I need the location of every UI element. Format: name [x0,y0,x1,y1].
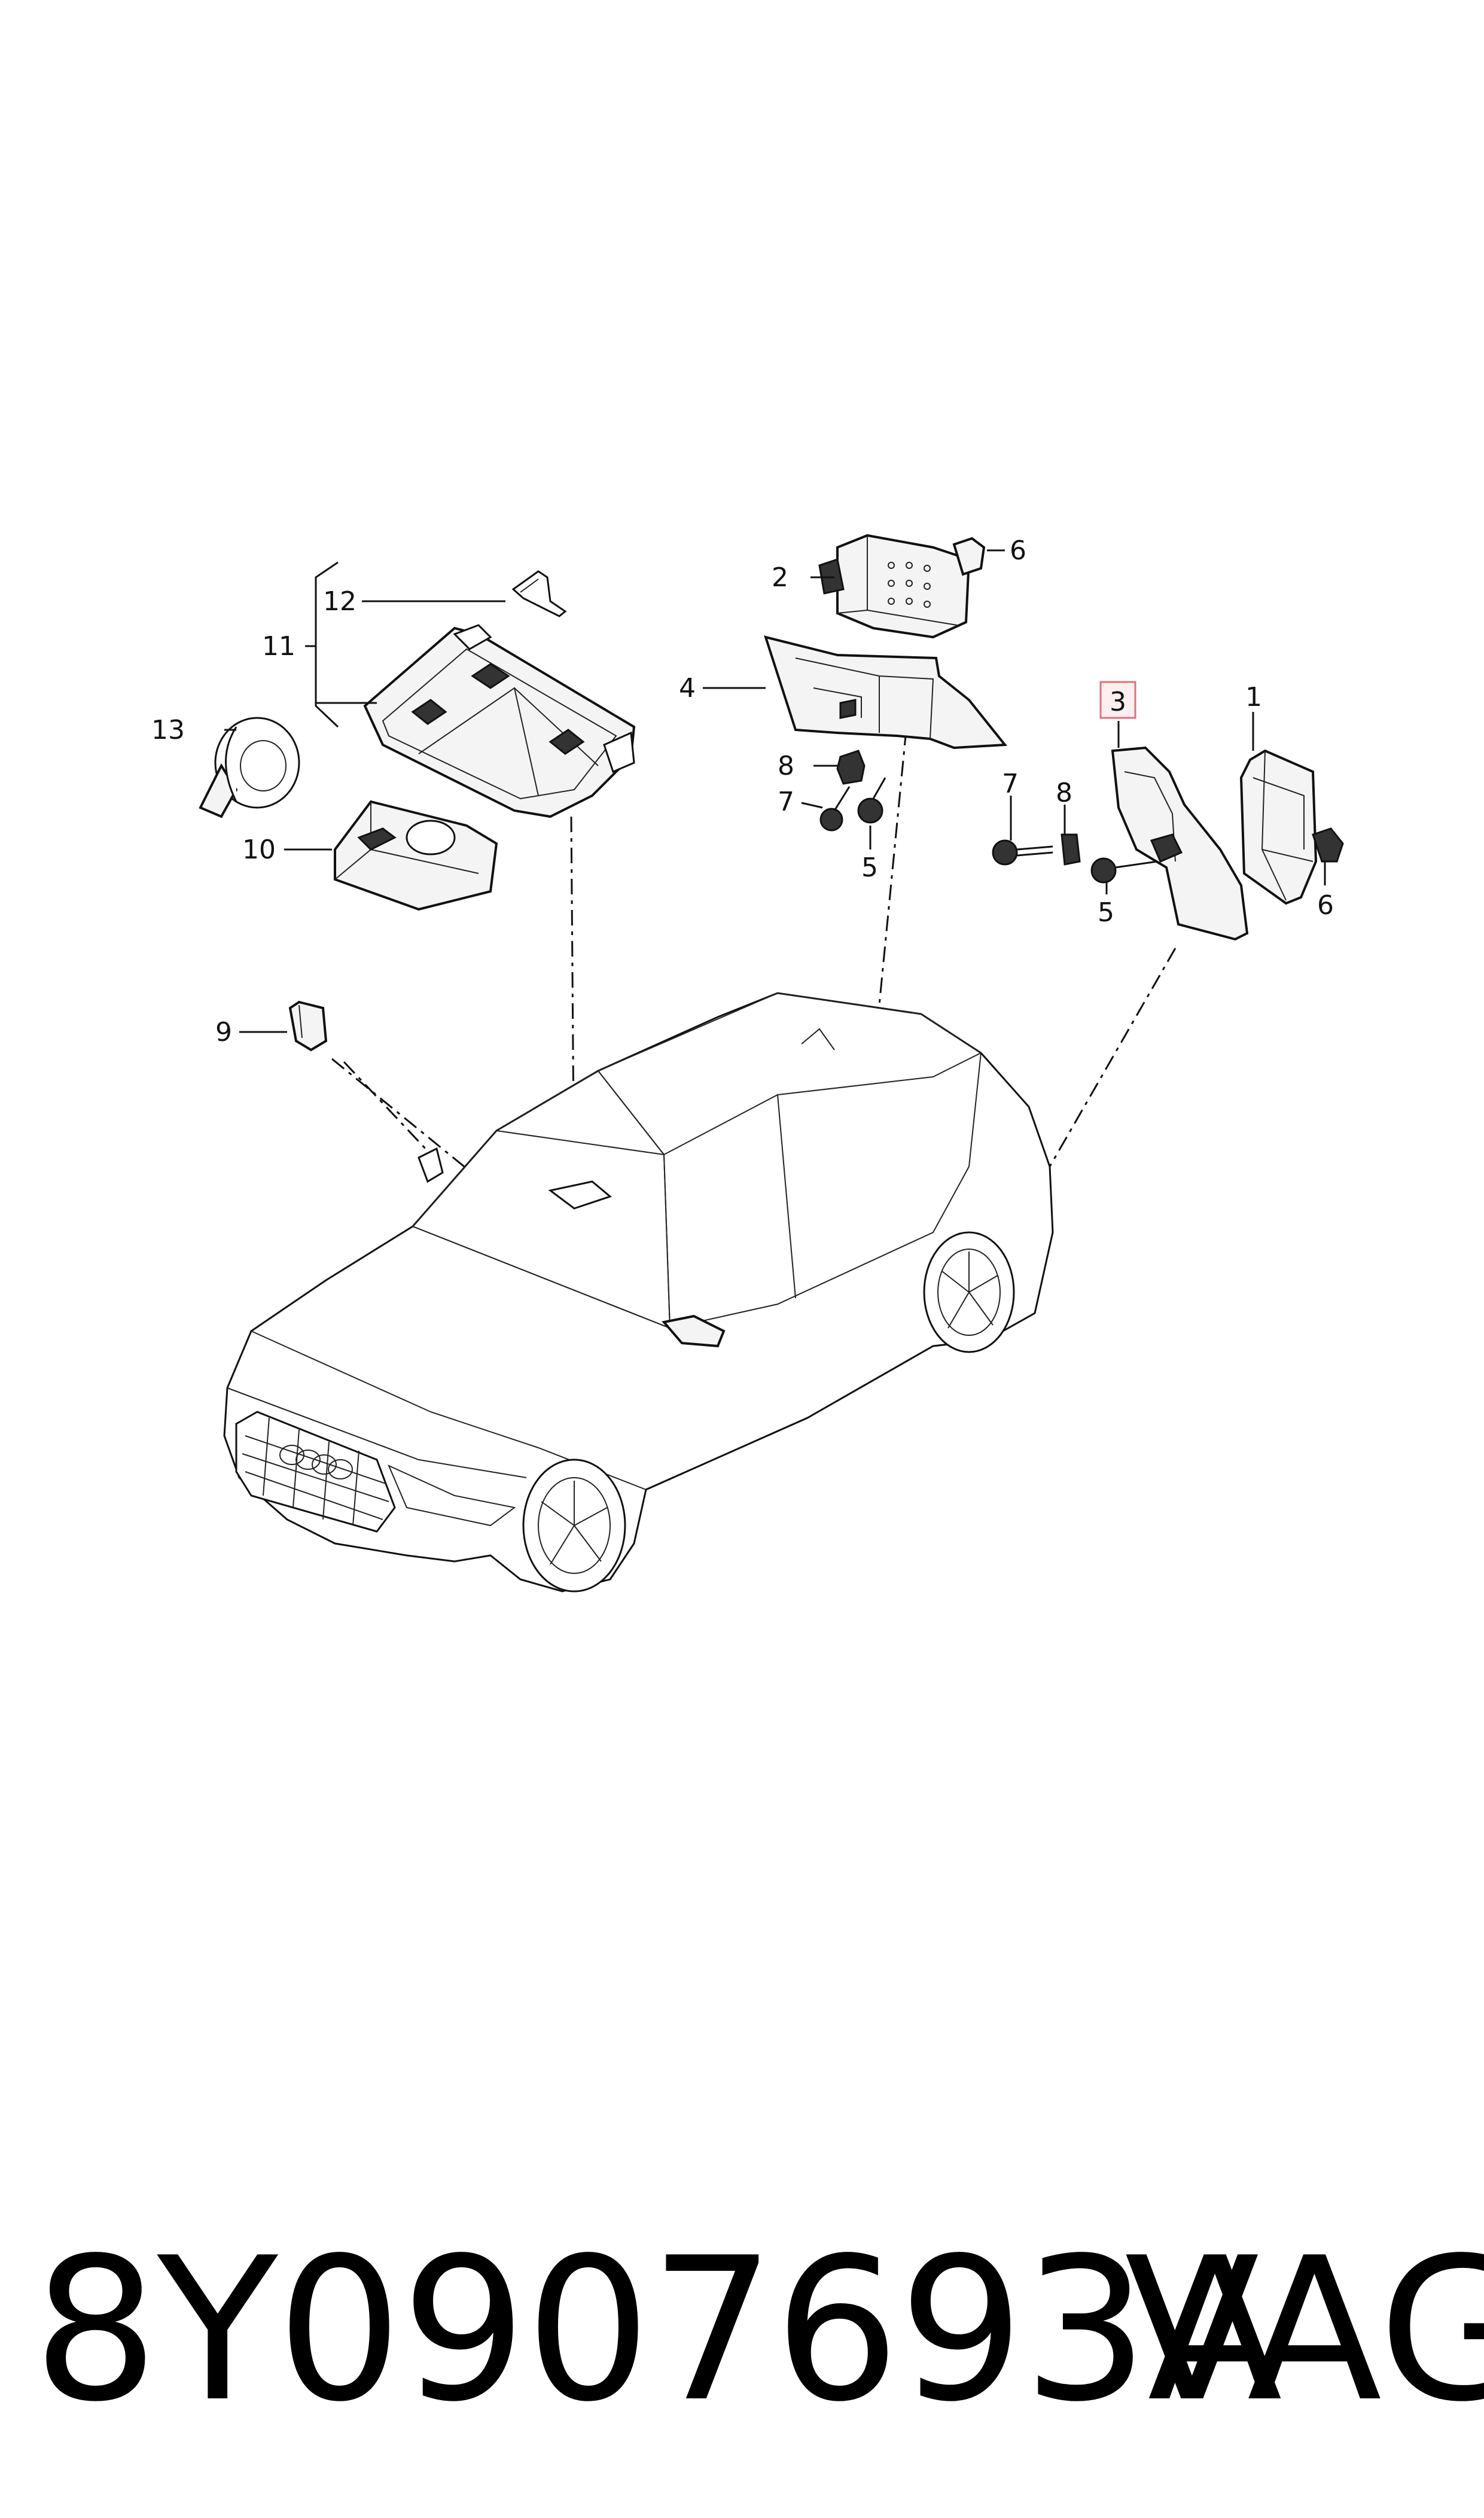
callout-4[interactable]: 4 [679,673,696,704]
part-2-radar-sensor[interactable] [818,534,971,639]
car-illustration [223,992,1054,1593]
callout-1[interactable]: 1 [1245,682,1262,713]
brand-label: VAG [1125,2215,1484,2445]
callout-3-highlight-box [1099,681,1136,719]
part-1-radar-unit[interactable] [1239,749,1318,905]
part-9-cap[interactable] [288,1000,328,1052]
callout-11[interactable]: 11 [262,631,295,662]
part-10-camera-module[interactable] [334,800,498,911]
part-12-clip[interactable] [511,570,567,617]
part-3-cover[interactable] [1111,746,1249,941]
callout-12[interactable]: 12 [323,586,356,617]
part-6-connector-top[interactable] [952,537,986,576]
part-4-bracket[interactable] [763,635,1007,750]
part-8-nut-right[interactable] [1061,833,1081,866]
part-7-screw-center[interactable] [819,786,851,832]
part-5-screw-center[interactable] [857,777,886,824]
part-11-bracket-cover[interactable] [363,624,636,818]
callout-3[interactable]: 3 [1110,687,1126,717]
part-8-nut-center[interactable] [836,750,866,785]
callout-5-center[interactable]: 5 [861,852,878,883]
part-5-screw-right[interactable] [1090,857,1158,884]
callout-5-right[interactable]: 5 [1098,897,1114,928]
callout-8-right[interactable]: 8 [1056,778,1072,808]
part-number: 8Y0907693A [33,2215,1282,2445]
callout-7-center[interactable]: 7 [778,787,794,817]
callout-8-center[interactable]: 8 [778,751,794,781]
callout-6-right[interactable]: 6 [1317,890,1334,921]
part-6-connector-right[interactable] [1312,827,1344,863]
part-13-tape-roll[interactable] [199,717,300,818]
callout-leaders [224,549,1326,1033]
part-7-screw-right[interactable] [992,839,1053,866]
callout-6-top[interactable]: 6 [1010,535,1026,566]
parts-diagram: 1 2 3 4 5 5 6 6 7 7 8 8 9 10 11 12 13 [151,534,1344,1593]
callout-7-right[interactable]: 7 [1002,769,1019,799]
callout-9[interactable]: 9 [215,1017,232,1048]
callout-labels: 1 2 3 4 5 5 6 6 7 7 8 8 9 10 11 12 13 [151,535,1334,1048]
callout-2[interactable]: 2 [772,562,788,593]
callout-10[interactable]: 10 [242,835,276,865]
callout-13[interactable]: 13 [151,715,185,745]
